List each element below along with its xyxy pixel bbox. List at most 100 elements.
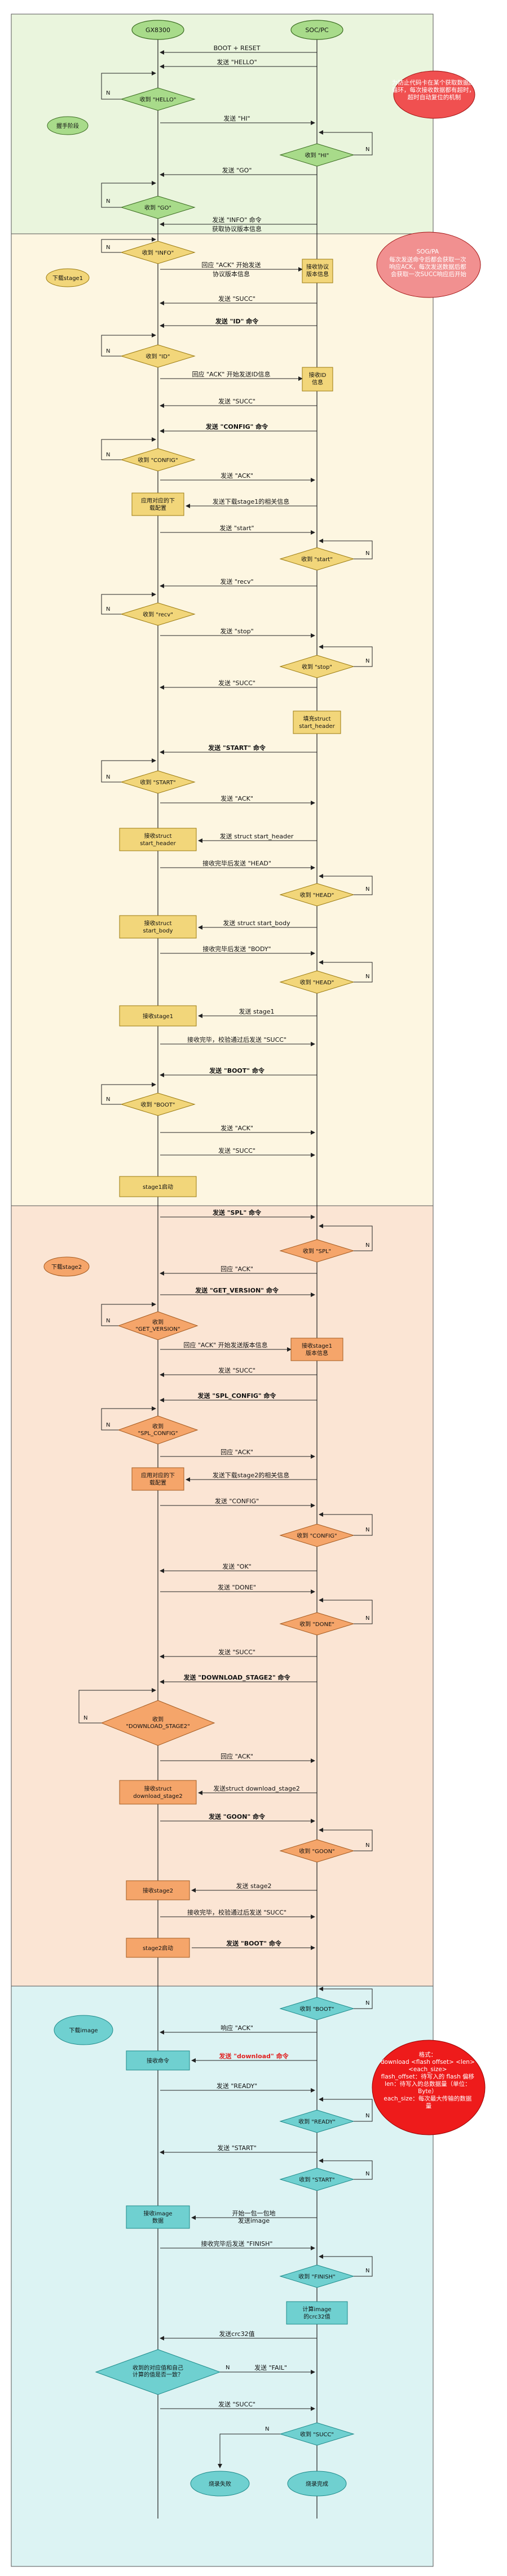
participant-gx8300-label: GX8300 <box>146 26 170 34</box>
box-recv-id-info <box>302 367 333 392</box>
decision-recv-go <box>120 196 196 219</box>
decision-recv-CONFIG2-text: 收到 "CONFIG" <box>297 1532 337 1539</box>
msg-send-BOOT: 发送 "BOOT" 命令 <box>209 1067 265 1074</box>
svg-text:应用对应的下载配置: 应用对应的下载配置 <box>141 1472 175 1486</box>
decision-recv-BOOT <box>120 1092 196 1116</box>
msg-reply-ack3: 回应 "ACK" <box>221 1752 253 1760</box>
decision-recv-done-text: 收到 "DONE" <box>299 1620 334 1628</box>
decision-recv-hi <box>279 143 355 167</box>
svg-text:收到"GET_VERSION": 收到"GET_VERSION" <box>135 1318 180 1333</box>
decision-recv-stop <box>279 655 355 678</box>
svg-text:N: N <box>365 974 369 980</box>
end-fail <box>190 2471 250 2497</box>
msg-send-hi: 发送 "HI" <box>223 114 250 122</box>
msg-send-stop: 发送 "stop" <box>220 627 253 635</box>
box-stage1-start <box>119 1176 197 1197</box>
msg-send-go: 发送 "GO" <box>222 166 252 174</box>
svg-text:N: N <box>365 1527 369 1533</box>
decision-recv-start-text: 收到 "start" <box>301 556 333 563</box>
box-apply-config2 <box>131 1467 184 1491</box>
decision-recv-config-text: 收到 "CONFIG" <box>138 456 178 464</box>
decision-recv-get-version <box>117 1311 199 1340</box>
svg-text:应用对应的下载配置: 应用对应的下载配置 <box>141 497 175 512</box>
note-image-format <box>372 2040 486 2135</box>
svg-text:N: N <box>365 658 369 664</box>
svg-text:N: N <box>265 2426 269 2432</box>
msg-recv-finish-send: 接收完毕后发送 "FINISH" <box>201 2240 273 2248</box>
decision-recv-succ-text: 收到 "SUCC" <box>300 2431 334 2438</box>
decision-recv-go-text: 收到 "GO" <box>144 204 171 211</box>
msg-send-spl-config: 发送 "SPL_CONFIG" 命令 <box>197 1392 277 1400</box>
phase-label-handshake-text: 握手阶段 <box>56 122 79 130</box>
box-recv-stage2 <box>126 1880 190 1900</box>
msg-send-stage1: 发送 stage1 <box>239 1007 274 1015</box>
msg-send-struct-body: 发送 struct start_body <box>223 919 290 927</box>
end-done <box>287 2471 347 2497</box>
msg-send-crc: 发送crc32值 <box>219 2330 254 2338</box>
svg-text:N: N <box>365 1842 369 1849</box>
decision-recv-hello-text: 收到 "HELLO" <box>140 96 177 103</box>
msg-send-hello: 发送 "HELLO" <box>217 58 257 66</box>
box-recv-stage2-text: 接收stage2 <box>143 1887 173 1894</box>
msg-send-struct-ds2: 发送struct download_stage2 <box>213 1784 300 1792</box>
box-recv-cmd-text: 接收命令 <box>147 2057 169 2064</box>
box-apply-config <box>131 492 184 516</box>
box-recv-stage1-ver <box>290 1338 343 1361</box>
participant-gx8300 <box>131 20 184 40</box>
decision-recv-download-stage2 <box>100 1700 215 1746</box>
box-stage2-start <box>126 1938 190 1958</box>
decision-recv-BODY <box>279 970 355 994</box>
msg-reply-ack4: 响应 "ACK" <box>221 2024 253 2032</box>
svg-text:开始一包一包地发送image: 开始一包一包地发送image <box>232 2209 276 2224</box>
phase-label-image-text: 下载image <box>69 2027 98 2034</box>
box-fill-header <box>293 710 341 734</box>
msg-send-done: 发送 "DONE" <box>218 1583 256 1591</box>
msg-check-succ2: 接收完毕，校验通过后发送 "SUCC" <box>187 1908 286 1916</box>
msg-send-succ2: 发送 "SUCC" <box>218 679 255 687</box>
svg-text:N: N <box>365 146 369 153</box>
svg-text:N: N <box>106 774 110 780</box>
svg-text:N: N <box>106 90 110 96</box>
msg-recv-body-done: 接收完毕后发送 "BODY" <box>202 945 271 953</box>
decision-compare-crc <box>95 2349 221 2395</box>
svg-text:N: N <box>365 886 369 892</box>
msg-send-START2: 发送 "START" <box>217 2144 257 2152</box>
svg-text:接收协议版本信息: 接收协议版本信息 <box>306 263 329 278</box>
svg-text:N: N <box>365 1615 369 1622</box>
box-calc-crc <box>286 2301 348 2325</box>
decision-recv-SPL-text: 收到 "SPL" <box>303 1247 331 1255</box>
svg-text:收到"SPL_CONFIG": 收到"SPL_CONFIG" <box>138 1423 178 1437</box>
svg-text:N: N <box>106 1096 110 1103</box>
msg-send-ready: 发送 "READY" <box>217 2082 257 2090</box>
end-done-text: 烧录完成 <box>306 2480 328 2488</box>
msg-reply-ack-start: 回应 "ACK" 开始发送 <box>201 261 261 269</box>
decision-recv-BOOT-text: 收到 "BOOT" <box>141 1101 175 1108</box>
note-handshake-text: 为防止代码卡在某个获取数据的 循环，每次接收数据都有超时， 超时自动复位的机制 <box>392 79 477 101</box>
box-recv-cmd <box>126 2050 190 2071</box>
decision-recv-HEAD <box>279 883 355 907</box>
msg-reply-ack-start2: 协议版本信息 <box>213 270 250 278</box>
msg-reply-ack: 回应 "ACK" <box>221 1265 253 1273</box>
phase-label-image <box>54 2015 113 2045</box>
box-recv-struct-header <box>119 828 197 851</box>
msg-send-ack2: 发送 "ACK" <box>221 794 253 802</box>
svg-text:N: N <box>106 348 110 354</box>
svg-text:N: N <box>226 2365 230 2371</box>
msg-send-succ3: 发送 "SUCC" <box>218 1147 255 1154</box>
svg-text:N: N <box>365 2000 369 2006</box>
msg-boot-reset: BOOT + RESET <box>214 45 261 52</box>
decision-recv-goon <box>279 1839 355 1863</box>
msg-send-CONFIG2: 发送 "CONFIG" <box>215 1497 259 1505</box>
phase-label-stage2 <box>43 1256 90 1277</box>
svg-text:N: N <box>365 2113 369 2119</box>
decision-recv-hi-text: 收到 "HI" <box>305 152 329 159</box>
msg-send-succ6: 发送 "SUCC" <box>218 2400 255 2408</box>
phase-stage1-bg <box>11 233 434 1206</box>
decision-recv-recv <box>120 602 196 626</box>
